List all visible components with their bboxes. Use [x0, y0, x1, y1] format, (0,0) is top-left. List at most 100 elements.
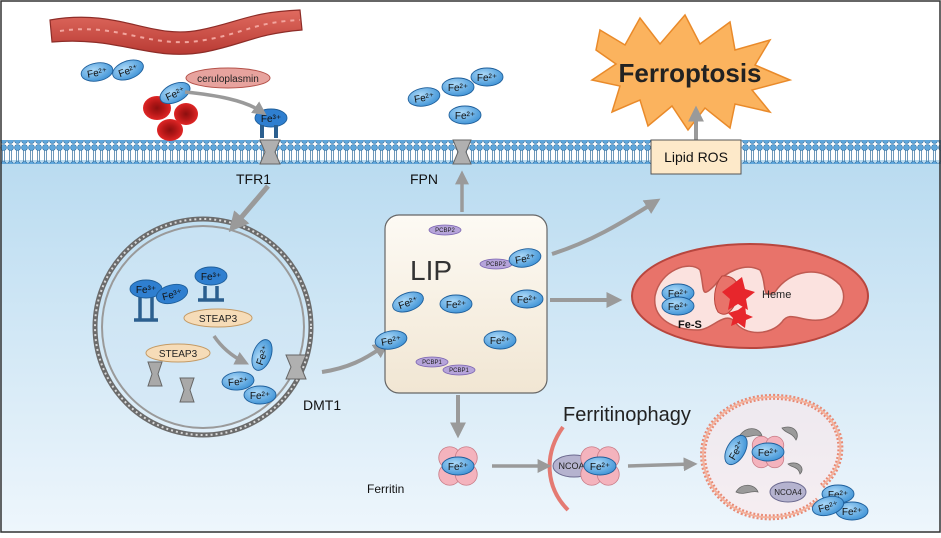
endosome-dmt1-channels [147, 361, 195, 403]
lip-to-ros-arrow [551, 198, 661, 256]
ion-label: Fe²⁺ [228, 376, 249, 389]
ion-label: Fe²⁺ [380, 334, 402, 348]
fe2-ion: Fe²⁺ [407, 87, 441, 107]
ncoa4-label: NCOA4 [558, 461, 589, 471]
dmt1-transporter: DMT1 [285, 354, 341, 413]
fpn-label: FPN [410, 171, 438, 187]
fe2-ion: Fe²⁺ [441, 456, 475, 476]
mitochondrion: Heme Fe-S [631, 243, 869, 349]
ion-label: Fe²⁺ [514, 252, 536, 266]
lip-label: LIP [410, 255, 452, 286]
fe2-ion: Fe²⁺ [661, 283, 695, 303]
ion-label: Fe²⁺ [828, 490, 848, 501]
ion-label: Fe²⁺ [477, 73, 497, 84]
pcbp1-protein: PCBP1 [442, 364, 476, 376]
fe2-ion: Fe²⁺ [392, 291, 424, 313]
ion-label: Fe³⁺ [261, 114, 281, 125]
fe2-ion: Fe²⁺ [811, 495, 845, 517]
ion-label: Fe³⁺ [161, 288, 183, 304]
ion-label: Fe²⁺ [250, 391, 270, 402]
fe2-ion: Fe²⁺ [508, 248, 542, 268]
steap3-lower: STEAP3 [145, 343, 211, 363]
lipid-ros-box: Lipid ROS [650, 139, 742, 175]
red-blood-cell [157, 119, 183, 141]
ion-label: Fe²⁺ [490, 336, 510, 347]
fe2-ion: Fe²⁺ [724, 434, 748, 466]
ion-label: Fe³⁺ [201, 272, 221, 283]
ncoa4-in-autolysosome: NCOA4 [769, 481, 807, 503]
ceruloplasmin-label: ceruloplasmin [197, 74, 259, 85]
pcbp2-protein: PCBP2 [479, 258, 513, 270]
fe2-ion: Fe²⁺ [483, 330, 517, 350]
dmt1-label: DMT1 [303, 397, 341, 413]
ion-label: Fe²⁺ [86, 66, 108, 80]
ion-label: Fe²⁺ [758, 448, 778, 459]
ion-label: Fe²⁺ [455, 111, 475, 122]
fe2-ion: Fe²⁺ [448, 105, 482, 125]
fe2-ion: Fe²⁺ [243, 385, 277, 405]
fe3-ion: Fe³⁺ [155, 283, 189, 305]
oxidation-arrow [184, 90, 267, 116]
pcbp2-label: PCBP2 [435, 228, 455, 234]
fe2-ion: Fe²⁺ [374, 330, 408, 350]
ferritinophagy-label: Ferritinophagy [563, 404, 691, 426]
endosome [92, 216, 314, 438]
pcbp1-label: PCBP1 [449, 368, 469, 374]
ion-label: Fe²⁺ [668, 302, 688, 313]
fe2-ion: Fe²⁺ [221, 371, 255, 391]
ion-label: Fe²⁺ [590, 462, 610, 473]
pcbp2-label: PCBP2 [486, 262, 506, 268]
endosome-tfr1-receptors [134, 286, 224, 322]
tfr1-to-endosome-arrow [228, 184, 270, 233]
ion-label: Fe²⁺ [842, 507, 862, 518]
red-blood-cell [174, 103, 198, 125]
fe2-ion: Fe²⁺ [470, 67, 504, 87]
dmt1-to-lip-arrow [321, 342, 390, 374]
lipid-bilayer-membrane [0, 140, 941, 164]
ferroptosis-label: Ferroptosis [618, 58, 761, 88]
steap3-upper: STEAP3 [183, 308, 253, 328]
heme-label: Heme [762, 289, 791, 301]
extracellular-iron-ions: Fe²⁺ Fe²⁺ Fe²⁺ Fe²⁺ Fe²⁺ Fe²⁺ Fe²⁺ Fe³⁺ [80, 59, 504, 128]
steap3-label: STEAP3 [159, 349, 198, 360]
fe2-ion: Fe²⁺ [439, 294, 473, 314]
tfr1-label: TFR1 [236, 171, 271, 187]
lipid-ros-label: Lipid ROS [664, 149, 728, 165]
fe2-ion: Fe²⁺ [80, 62, 114, 82]
ceruloplasmin: ceruloplasmin [185, 67, 271, 89]
degraded-ferritin-fragments [735, 426, 803, 494]
fe2-ion: Fe²⁺ [441, 77, 475, 97]
steap3-label: STEAP3 [199, 314, 238, 325]
fpn-transporter: FPN [410, 139, 472, 187]
pcbp1-protein: PCBP1 [415, 356, 449, 368]
ion-label: Fe²⁺ [668, 289, 688, 300]
fe3-ion: Fe³⁺ [194, 266, 228, 286]
fe2-ion: Fe²⁺ [751, 442, 785, 462]
ferritin-label: Ferritin [367, 482, 404, 496]
complex-to-autolysosome-arrow [627, 457, 698, 472]
ion-label: Fe²⁺ [517, 295, 537, 306]
fe2-ion: Fe²⁺ [112, 59, 144, 81]
pcbp1-label: PCBP1 [422, 360, 442, 366]
fe2-ion: Fe²⁺ [510, 289, 544, 309]
ion-label: Fe²⁺ [448, 462, 468, 473]
pcbp2-protein: PCBP2 [428, 224, 462, 236]
ferroptosis-burst: Ferroptosis [590, 13, 793, 132]
ncoa4-label: NCOA4 [774, 488, 802, 497]
fe-s-label: Fe-S [678, 319, 702, 331]
fe2-ion: Fe²⁺ [251, 339, 273, 371]
fe2-ion: Fe²⁺ [661, 296, 695, 316]
iron-ions: Fe³⁺Fe³⁺Fe³⁺Fe²⁺Fe²⁺Fe²⁺Fe²⁺Fe²⁺Fe²⁺Fe²⁺… [129, 248, 869, 521]
ion-label: Fe²⁺ [446, 300, 466, 311]
fe2-ion: Fe²⁺ [159, 81, 191, 105]
blood-vessel [49, 9, 303, 55]
reduction-arrow [212, 335, 250, 365]
ion-label: Fe²⁺ [413, 91, 435, 105]
ion-label: Fe³⁺ [136, 285, 156, 296]
ion-label: Fe²⁺ [817, 500, 839, 516]
fe2-ion: Fe²⁺ [583, 456, 617, 476]
ion-label: Fe²⁺ [448, 83, 468, 94]
